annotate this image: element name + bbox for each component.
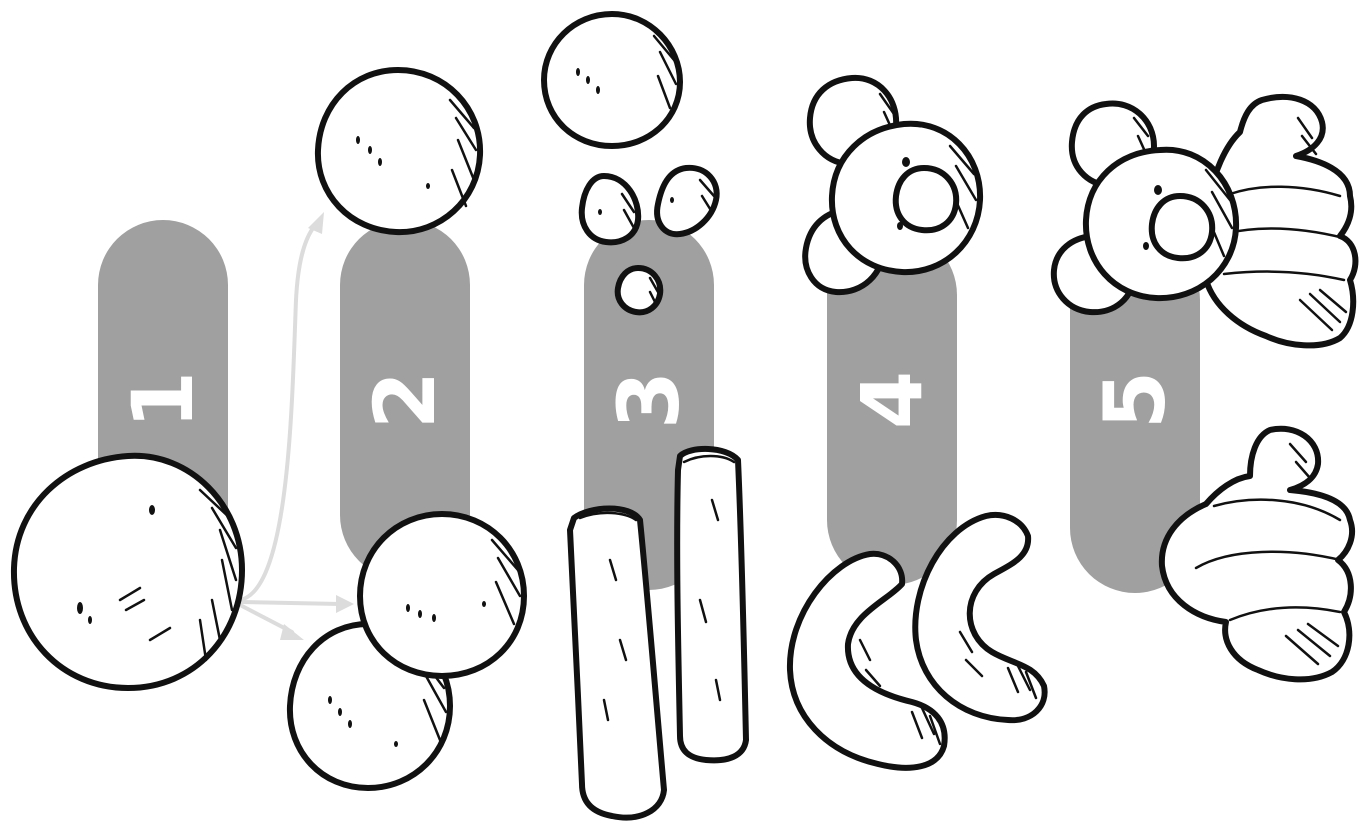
ball-top (318, 70, 480, 232)
ear-ball-right (657, 168, 717, 234)
step-2-label: 2 (356, 371, 454, 429)
ear-ball-left (582, 176, 638, 242)
ball-right (360, 514, 524, 676)
step-3-label: 3 (600, 371, 698, 429)
arrow-right (240, 602, 340, 604)
step-4-label: 4 (843, 371, 941, 429)
nose-ball (618, 268, 661, 312)
head-ball (544, 14, 680, 146)
arrow-right-head (336, 595, 354, 613)
step-5-label: 5 (1086, 371, 1184, 429)
koala-step5 (1054, 97, 1356, 345)
arrow-down-head (280, 624, 304, 640)
arrow-up (240, 222, 318, 600)
dough-log-right (677, 449, 746, 760)
koala-head-step4 (805, 78, 980, 292)
big-dough-ball (14, 456, 242, 688)
step-1-label: 1 (114, 371, 212, 429)
split-arrows (240, 212, 354, 640)
